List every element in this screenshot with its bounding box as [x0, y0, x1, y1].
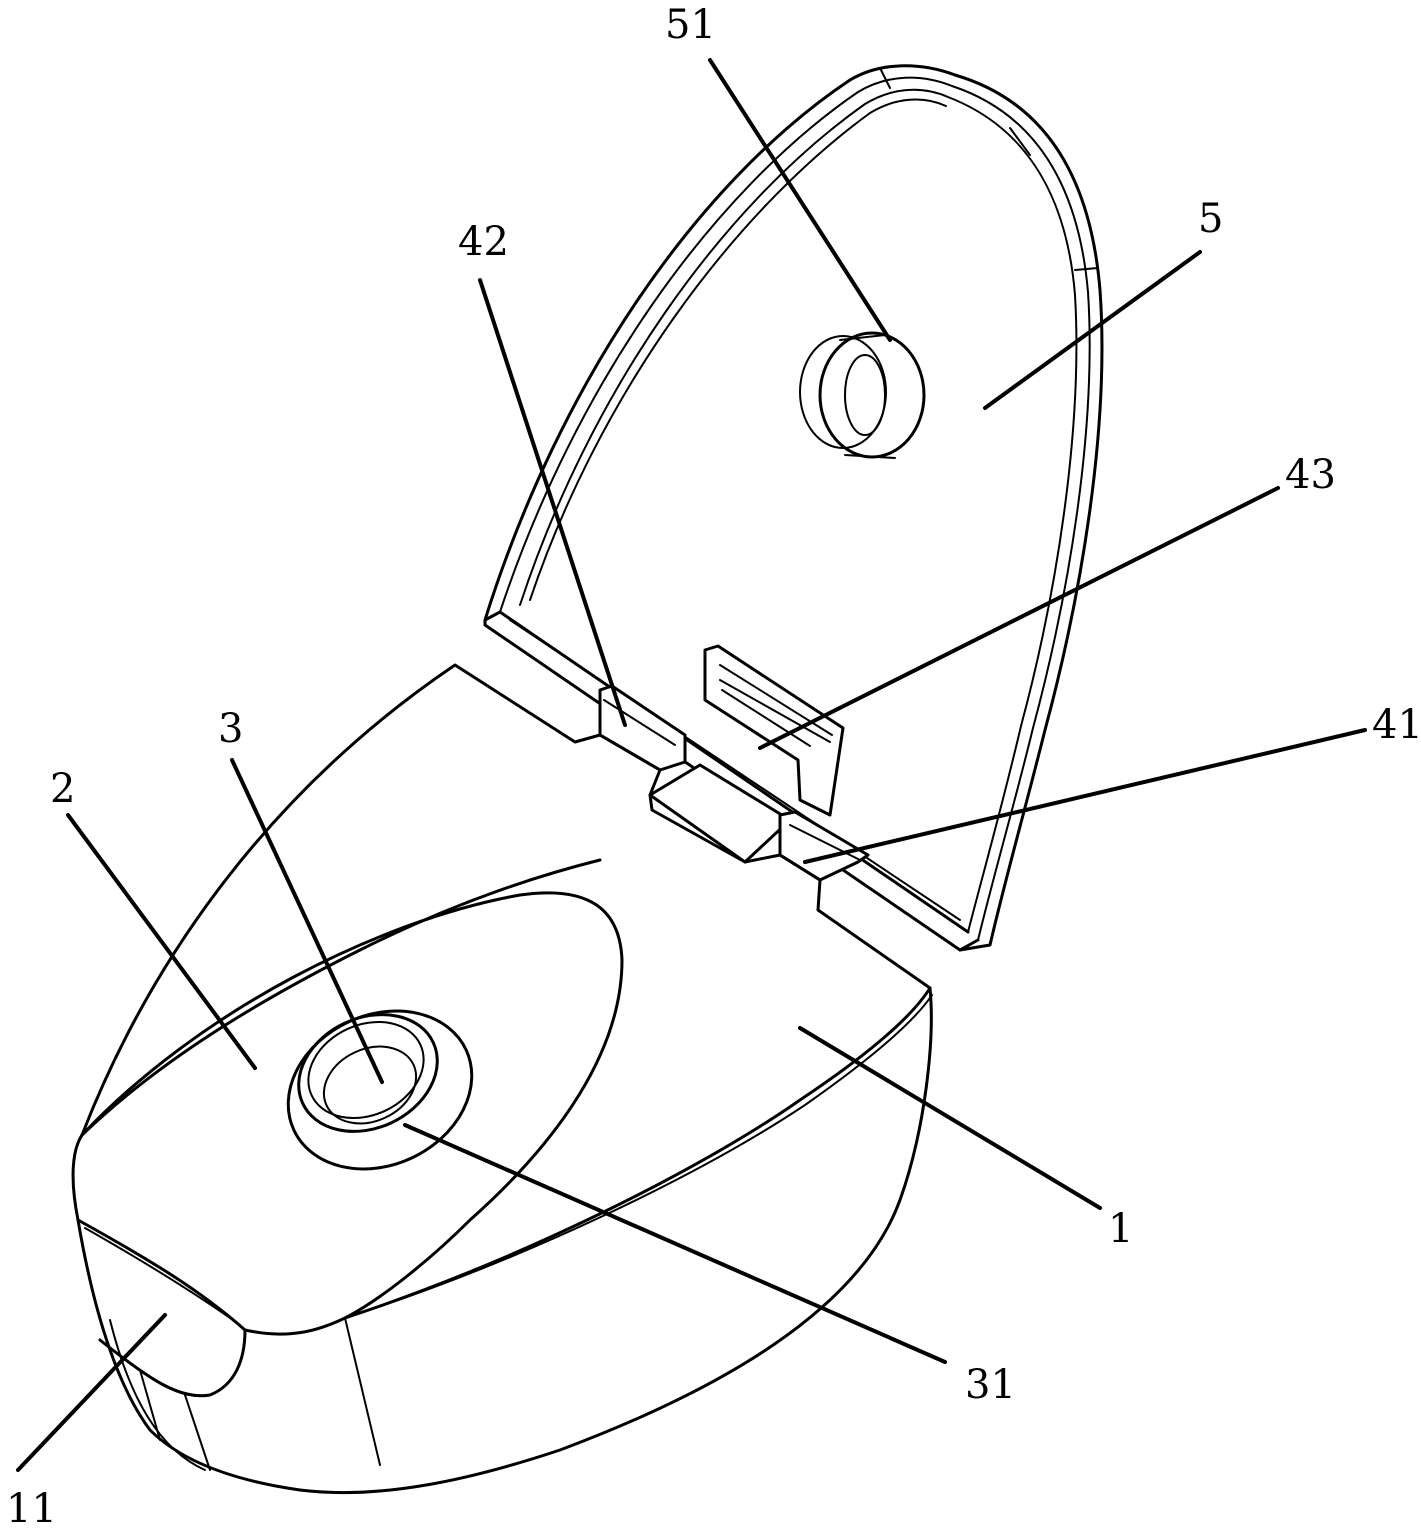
label-2: 2: [50, 766, 75, 812]
label-51: 51: [665, 2, 716, 48]
hinge: [600, 646, 868, 880]
leader-31: [405, 1125, 945, 1362]
label-1: 1: [1108, 1206, 1133, 1252]
leader-3: [232, 760, 382, 1082]
label-11: 11: [6, 1486, 57, 1532]
leader-41: [805, 730, 1365, 862]
leader-43: [760, 488, 1278, 748]
label-31: 31: [965, 1362, 1016, 1408]
leader-1: [800, 1028, 1100, 1208]
leader-5: [985, 252, 1200, 408]
label-41: 41: [1372, 702, 1421, 748]
label-3: 3: [218, 706, 243, 752]
label-5: 5: [1198, 196, 1223, 242]
leader-42: [480, 280, 625, 725]
leader-51: [710, 60, 890, 340]
leader-2: [68, 815, 255, 1068]
label-43: 43: [1285, 452, 1336, 498]
leader-11: [18, 1315, 165, 1470]
label-42: 42: [458, 219, 509, 265]
